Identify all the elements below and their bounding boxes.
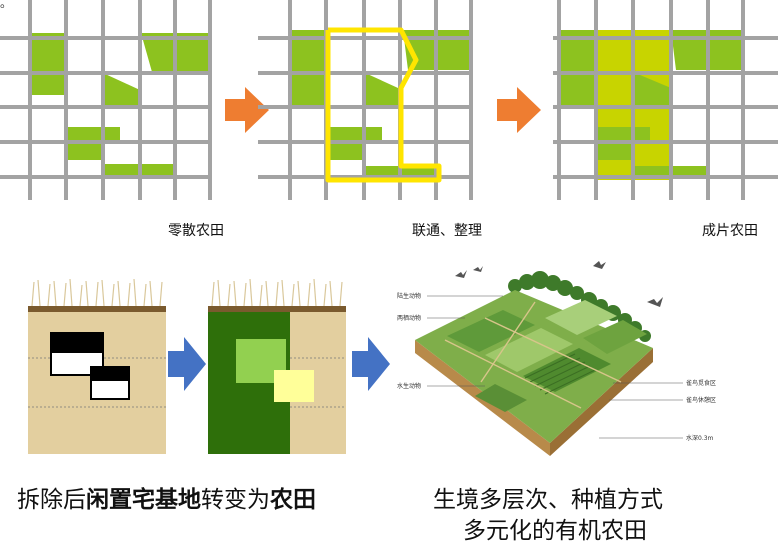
label-land-animals: 陆生动物 xyxy=(397,292,421,300)
scattered-fields-diagram xyxy=(0,0,212,200)
bird-icons xyxy=(455,261,663,307)
caption-organic-farmland-line2: 多元化的有机农田 xyxy=(463,518,647,544)
consolidated-fields-diagram xyxy=(553,0,778,200)
grid-lines xyxy=(0,0,212,200)
field-patches xyxy=(289,30,471,178)
soil-side xyxy=(550,348,653,456)
grid-lines xyxy=(553,0,778,200)
caption-organic-farmland-line1: 生境多层次、种植方式 xyxy=(433,487,663,513)
arrow-right-icon xyxy=(168,337,206,391)
label-water-depth: 水深0.3m xyxy=(686,434,714,442)
homestead-soil-diagram xyxy=(28,278,166,454)
label-bird-feeding-area: 雀鸟觅食区 xyxy=(686,379,716,387)
arrow-right-icon xyxy=(225,87,269,133)
caption-consolidated-fields: 成片农田 xyxy=(702,223,758,239)
caption-homestead-to-farmland: 拆除后闲置宅基地转变为农田 xyxy=(17,480,316,514)
field-patches xyxy=(29,33,210,177)
connected-fields-diagram xyxy=(258,0,473,200)
label-amphibians: 两栖动物 xyxy=(397,314,421,322)
label-bird-rest-area: 雀鸟休憩区 xyxy=(686,396,716,404)
field-paths xyxy=(444,301,622,409)
converted-farmland-diagram xyxy=(208,278,346,454)
caption-text: 转变为 xyxy=(201,487,270,513)
label-aquatic-animals: 水生动物 xyxy=(397,382,421,390)
caption-text: 拆除后 xyxy=(17,487,86,513)
corner-mark: 。 xyxy=(0,0,13,10)
organic-farmland-illustration: 陆生动物 两栖动物 水生动物 雀鸟觅食区 雀鸟休憩区 水深0.3m xyxy=(397,261,716,456)
field-patch xyxy=(633,72,671,105)
caption-scattered-fields: 零散农田 xyxy=(168,223,224,239)
field-patch xyxy=(29,33,67,95)
connection-outline xyxy=(325,27,442,183)
caption-bold-text: 闲置宅基地 xyxy=(86,487,201,513)
field-patch xyxy=(289,30,324,106)
wheat-grass xyxy=(31,278,163,307)
field-patch xyxy=(363,72,398,105)
field-patch xyxy=(103,73,140,107)
wheat-grass xyxy=(211,278,343,307)
arrow-right-icon xyxy=(497,87,541,133)
crop-rows xyxy=(524,353,596,395)
field-patch xyxy=(558,30,596,106)
arrow-right-icon xyxy=(352,337,390,391)
farmland-patch xyxy=(274,370,314,402)
caption-connect-organize: 联通、整理 xyxy=(412,223,482,239)
topsoil-layer xyxy=(28,306,166,312)
caption-bold-text: 农田 xyxy=(270,487,316,513)
